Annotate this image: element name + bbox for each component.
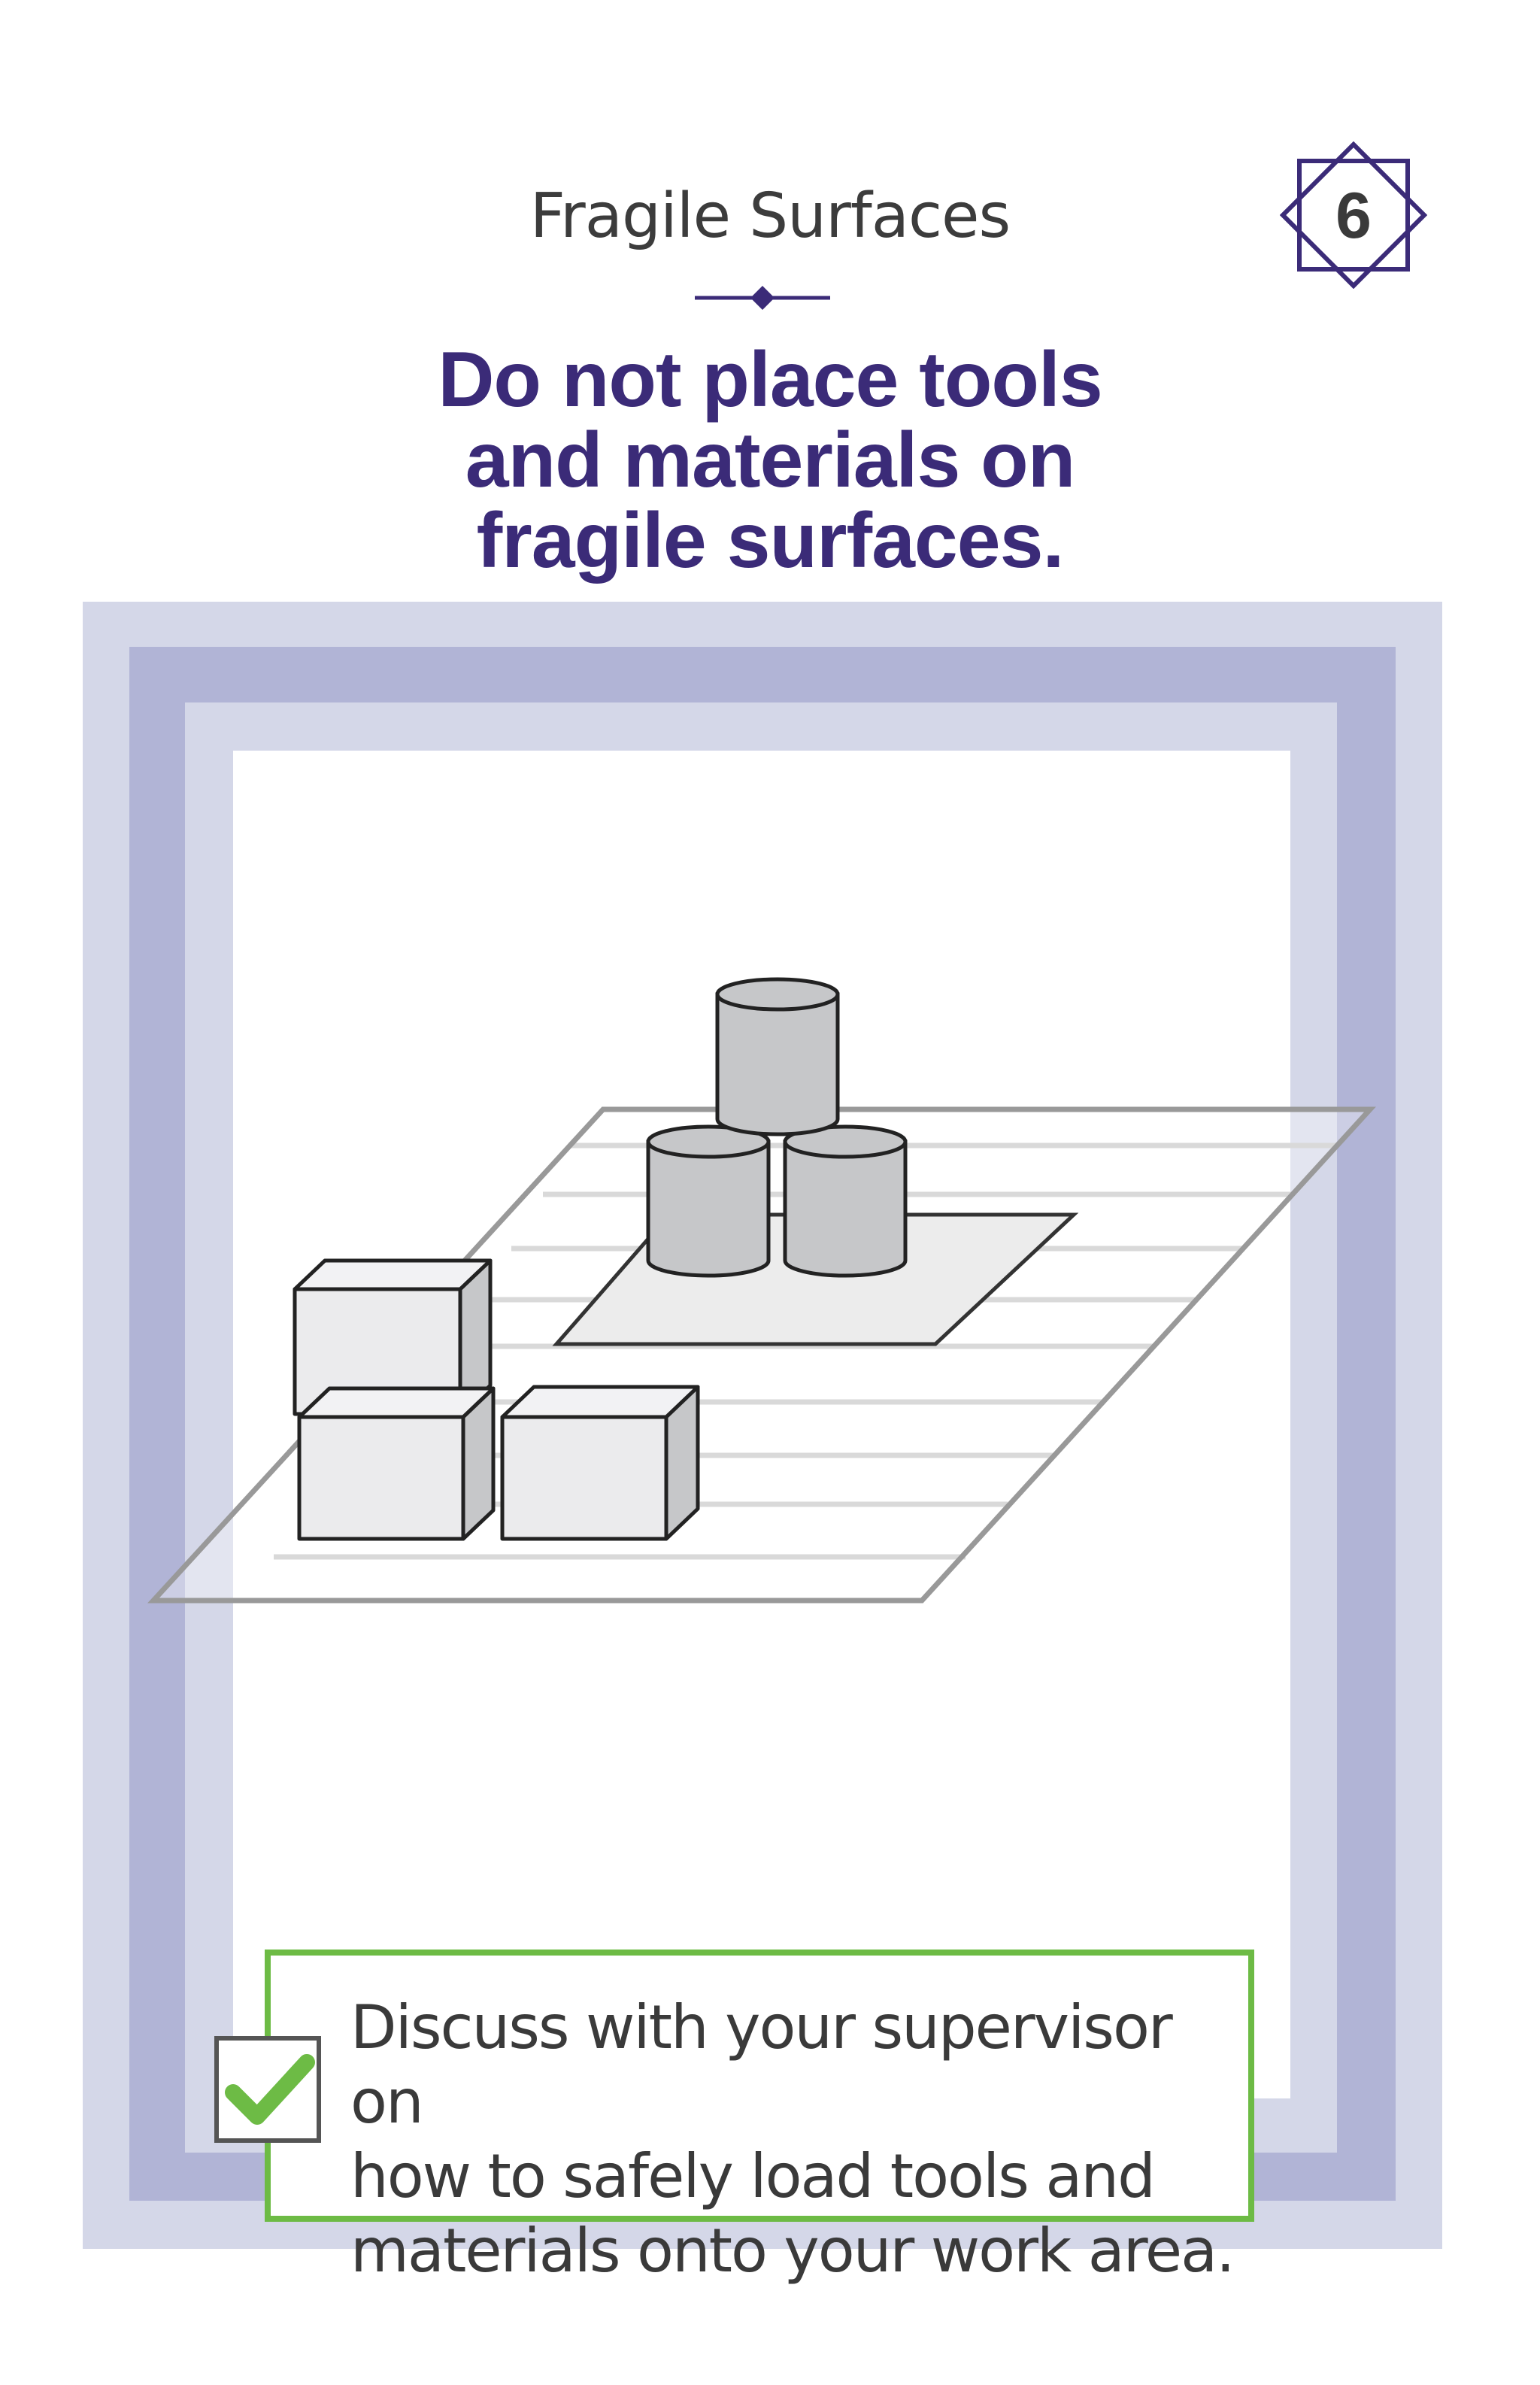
card-headline: Do not place tools and materials on frag…: [438, 336, 1102, 584]
box-single: [500, 1385, 700, 1541]
card-number: 6: [1335, 180, 1372, 252]
checkmark-icon: [214, 2036, 321, 2143]
tip-text: Discuss with your supervisor on how to s…: [350, 1992, 1235, 2286]
can-bottom-left: [646, 1124, 771, 1278]
card-category-title: Fragile Surfaces: [529, 181, 1011, 252]
box-stack-bottom: [297, 1386, 496, 1541]
diamond-divider-icon: [695, 286, 830, 310]
can-top: [715, 977, 840, 1136]
diamond-square-icon: 6: [1279, 141, 1428, 290]
can-bottom-right: [783, 1124, 908, 1278]
tip-box: Discuss with your supervisor on how to s…: [265, 1950, 1254, 2286]
card-number-badge: 6: [1279, 141, 1428, 293]
